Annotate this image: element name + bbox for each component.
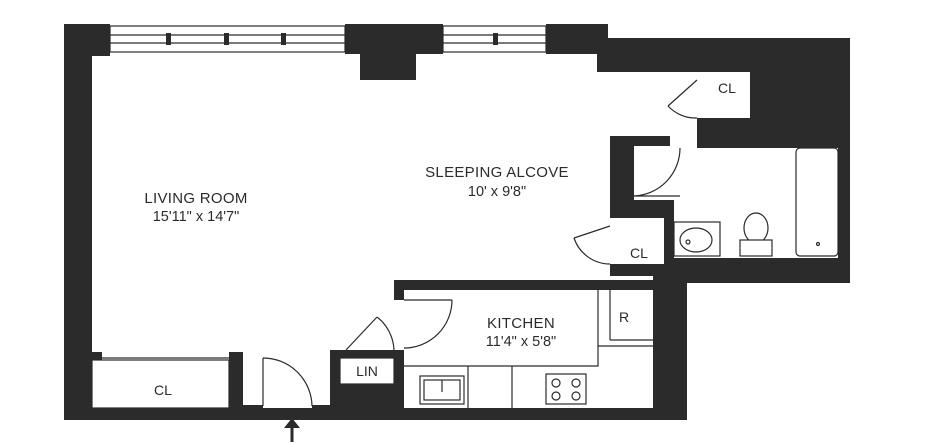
closet-bath-label: CL [630,245,648,261]
wall-top-left [64,24,110,56]
wall-closet2-bottom [610,264,674,276]
linen-label: LIN [356,363,378,379]
wall-kitchen-right [653,274,687,420]
linen-box [339,357,395,385]
wall-bath-bottom [674,258,850,283]
wall-closet-cap-left [92,352,102,360]
bathtub [795,147,839,257]
wall-closet2-right [664,210,674,274]
wall-bath-left [610,136,634,210]
fixtures [91,147,839,409]
vanity [673,221,721,257]
doors [262,79,698,407]
refrigerator-label: R [619,309,629,325]
sleeping-alcove-label: SLEEPING ALCOVE [425,164,569,181]
wall-closet-right [229,352,243,420]
kitchen-stove [545,373,587,405]
wall-kitchen-top-left [394,280,404,300]
wall-bath-mid [610,200,674,218]
wall-left-upper [64,56,92,90]
wall-entry-right [312,405,332,420]
wall-bottom-left [64,352,92,420]
wall-closet-bottom [697,118,849,148]
closet-top-label: CL [718,80,736,96]
living-room-label: LIVING ROOM [144,190,247,207]
windows [109,25,547,53]
toilet [743,212,769,244]
kitchen-dimensions: 11'4" x 5'8" [486,334,556,350]
entry-arrow-icon [284,418,300,442]
kitchen-label: KITCHEN [487,315,555,332]
living-room-dimensions: 15'11" x 14'7" [153,209,240,225]
wall-entry-left [243,405,263,420]
closet-living-box [91,359,230,409]
closet-living-label: CL [154,382,172,398]
wall-top-mid [345,24,443,54]
sleeping-alcove-dimensions: 10' x 9'8" [468,184,526,200]
wall-kitchen-top [394,280,653,290]
wall-pier [360,54,416,80]
wall-right [838,38,850,283]
labels: LIVING ROOM 15'11" x 14'7" SLEEPING ALCO… [144,80,736,398]
wall-bath-top [610,136,670,146]
